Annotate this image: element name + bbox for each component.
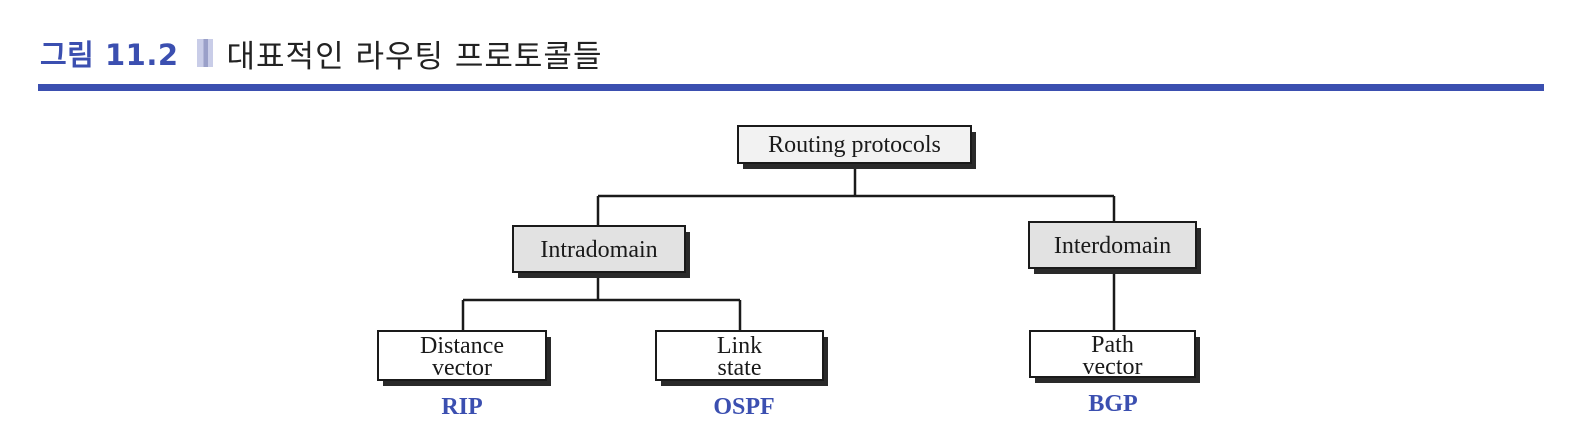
- node-distance-vector-box: [377, 330, 547, 381]
- node-distance-vector-line2: vector: [432, 355, 492, 381]
- protocol-ospf: OSPF: [713, 394, 774, 420]
- header-rule: [38, 84, 1544, 91]
- figure-header: 그림 11.2 대표적인 라우팅 프로토콜들: [40, 28, 602, 78]
- node-distance-vector-line1: Distance: [420, 333, 504, 359]
- node-distance-vector: Distance vector: [377, 330, 551, 386]
- figure-title: 대표적인 라우팅 프로토콜들: [226, 38, 603, 75]
- node-link-state-box: [655, 330, 824, 381]
- node-routing-protocols-label: Routing protocols: [768, 132, 941, 158]
- node-link-state-line1: Link: [717, 333, 762, 359]
- node-intradomain-box: [512, 225, 686, 273]
- protocol-bgp: BGP: [1088, 391, 1137, 417]
- node-link-state: Link state: [655, 330, 828, 386]
- figure-marker-icon: [196, 39, 213, 67]
- node-link-state-line2: state: [718, 355, 762, 381]
- node-path-vector: Path vector: [1029, 330, 1200, 383]
- node-interdomain-box: [1028, 221, 1197, 269]
- node-routing-protocols-box: [737, 125, 972, 164]
- node-path-vector-box: [1029, 330, 1196, 378]
- node-routing-protocols: Routing protocols: [737, 125, 976, 169]
- node-interdomain: Interdomain: [1028, 221, 1201, 274]
- node-intradomain-label: Intradomain: [540, 237, 657, 263]
- node-interdomain-label: Interdomain: [1054, 233, 1171, 259]
- protocol-rip: RIP: [441, 394, 482, 420]
- figure-label: 그림 11.2: [40, 38, 179, 72]
- node-path-vector-line2: vector: [1083, 354, 1143, 380]
- tree-connectors: [461, 163, 1116, 331]
- node-path-vector-line1: Path: [1091, 332, 1134, 358]
- node-intradomain: Intradomain: [512, 225, 690, 278]
